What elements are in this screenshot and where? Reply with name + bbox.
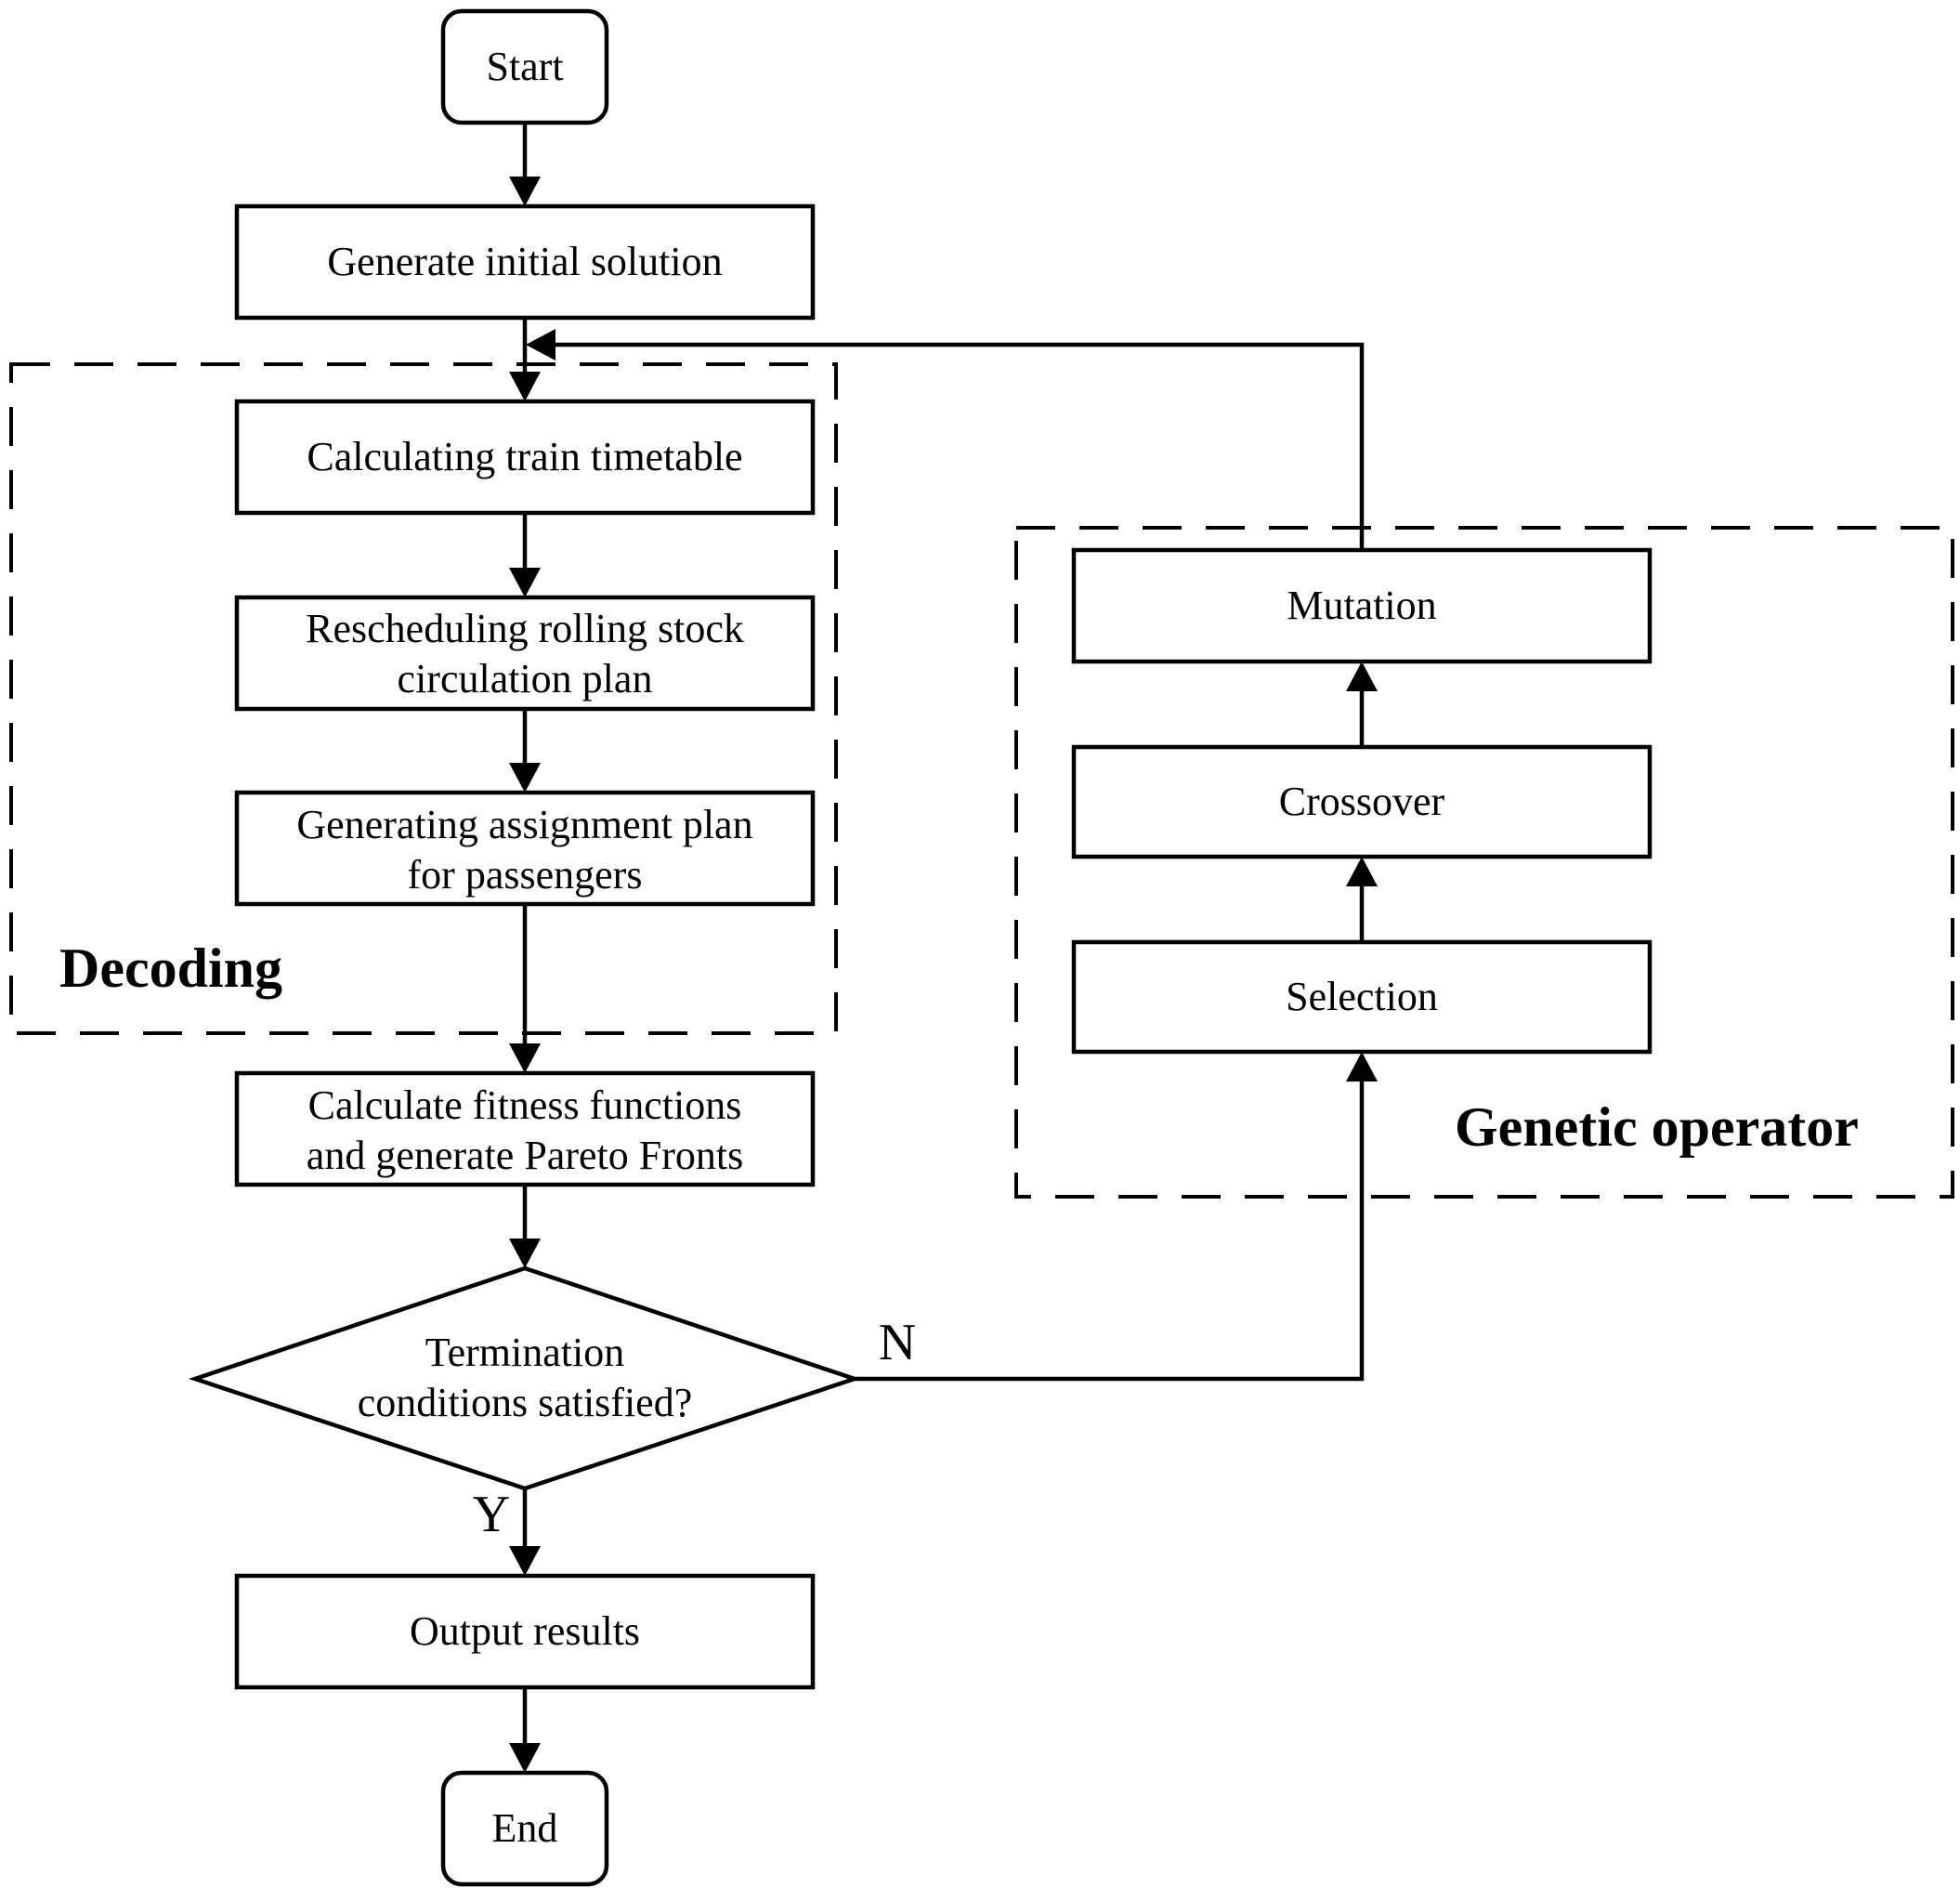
decoding-group-label: Decoding (59, 937, 282, 999)
decoding-group-border (9, 362, 838, 1035)
genetic-operator-group-border (1014, 526, 1954, 1199)
arrowhead-timetable (509, 372, 541, 401)
arrowhead-selection (1346, 1052, 1378, 1082)
selection-box (1071, 939, 1653, 1055)
timetable-label: Calculating train timetable (307, 434, 742, 479)
init-box (234, 203, 816, 321)
edge-mutation-loop-back (555, 342, 1365, 550)
crossover-step: Crossover (1071, 744, 1653, 859)
init-label: Generate initial solution (327, 239, 722, 284)
assignment-step: Generating assignment plan for passenger… (234, 790, 816, 907)
no-branch-label: N (879, 1314, 916, 1371)
mutation-label: Mutation (1287, 583, 1436, 628)
assignment-label-line1: Generating assignment plan (296, 802, 752, 847)
start-terminal: Start (440, 8, 609, 125)
output-step: Output results (234, 1573, 816, 1690)
arrowhead-fitness (509, 1043, 541, 1073)
end-terminal: End (440, 1770, 609, 1887)
fitness-box (234, 1070, 816, 1187)
arrowhead-rolling (509, 568, 541, 597)
output-label: Output results (410, 1608, 640, 1654)
genetic-operator-group: Genetic operator (1014, 526, 1954, 1199)
fitness-step: Calculate fitness functions and generate… (234, 1070, 816, 1187)
mutation-box (1071, 547, 1653, 664)
end-label: End (492, 1805, 558, 1851)
arrowhead-crossover (1346, 857, 1378, 886)
fitness-label-line2: and generate Pareto Fronts (307, 1133, 743, 1178)
init-step: Generate initial solution (234, 203, 816, 321)
rolling-stock-box (234, 595, 816, 712)
selection-step: Selection (1071, 939, 1653, 1055)
arrowhead-output (509, 1546, 541, 1576)
end-node (440, 1770, 609, 1887)
crossover-box (1071, 744, 1653, 859)
rolling-stock-label-line2: circulation plan (398, 656, 653, 701)
rolling-stock-step: Rescheduling rolling stock circulation p… (234, 595, 816, 712)
crossover-label: Crossover (1279, 779, 1445, 824)
rolling-stock-label-line1: Rescheduling rolling stock (306, 606, 744, 651)
arrowhead-decision (509, 1239, 541, 1268)
edge-decision-no-to-selection (855, 1080, 1365, 1382)
timetable-box (234, 399, 816, 516)
output-box (234, 1573, 816, 1690)
arrowhead-assign (509, 763, 541, 793)
decision-diamond (188, 1265, 862, 1491)
start-node (440, 8, 609, 125)
termination-decision: Termination conditions satisfied? (188, 1265, 862, 1491)
timetable-step: Calculating train timetable (234, 399, 816, 516)
decoding-group: Decoding (9, 362, 838, 1035)
assignment-box (234, 790, 816, 907)
arrowhead-end (509, 1743, 541, 1773)
arrowhead-loop-back (526, 329, 555, 361)
start-label: Start (486, 44, 563, 89)
fitness-label-line1: Calculate fitness functions (308, 1082, 742, 1128)
mutation-step: Mutation (1071, 547, 1653, 664)
decision-label-line2: conditions satisfied? (358, 1380, 693, 1425)
arrowhead-mutation (1346, 662, 1378, 691)
genetic-operator-group-label: Genetic operator (1455, 1096, 1859, 1158)
arrowhead-init (509, 177, 541, 206)
selection-label: Selection (1286, 974, 1438, 1019)
connectors (509, 123, 1378, 1773)
yes-branch-label: Y (473, 1486, 510, 1543)
decision-label-line1: Termination (425, 1330, 624, 1375)
assignment-label-line2: for passengers (408, 852, 643, 898)
